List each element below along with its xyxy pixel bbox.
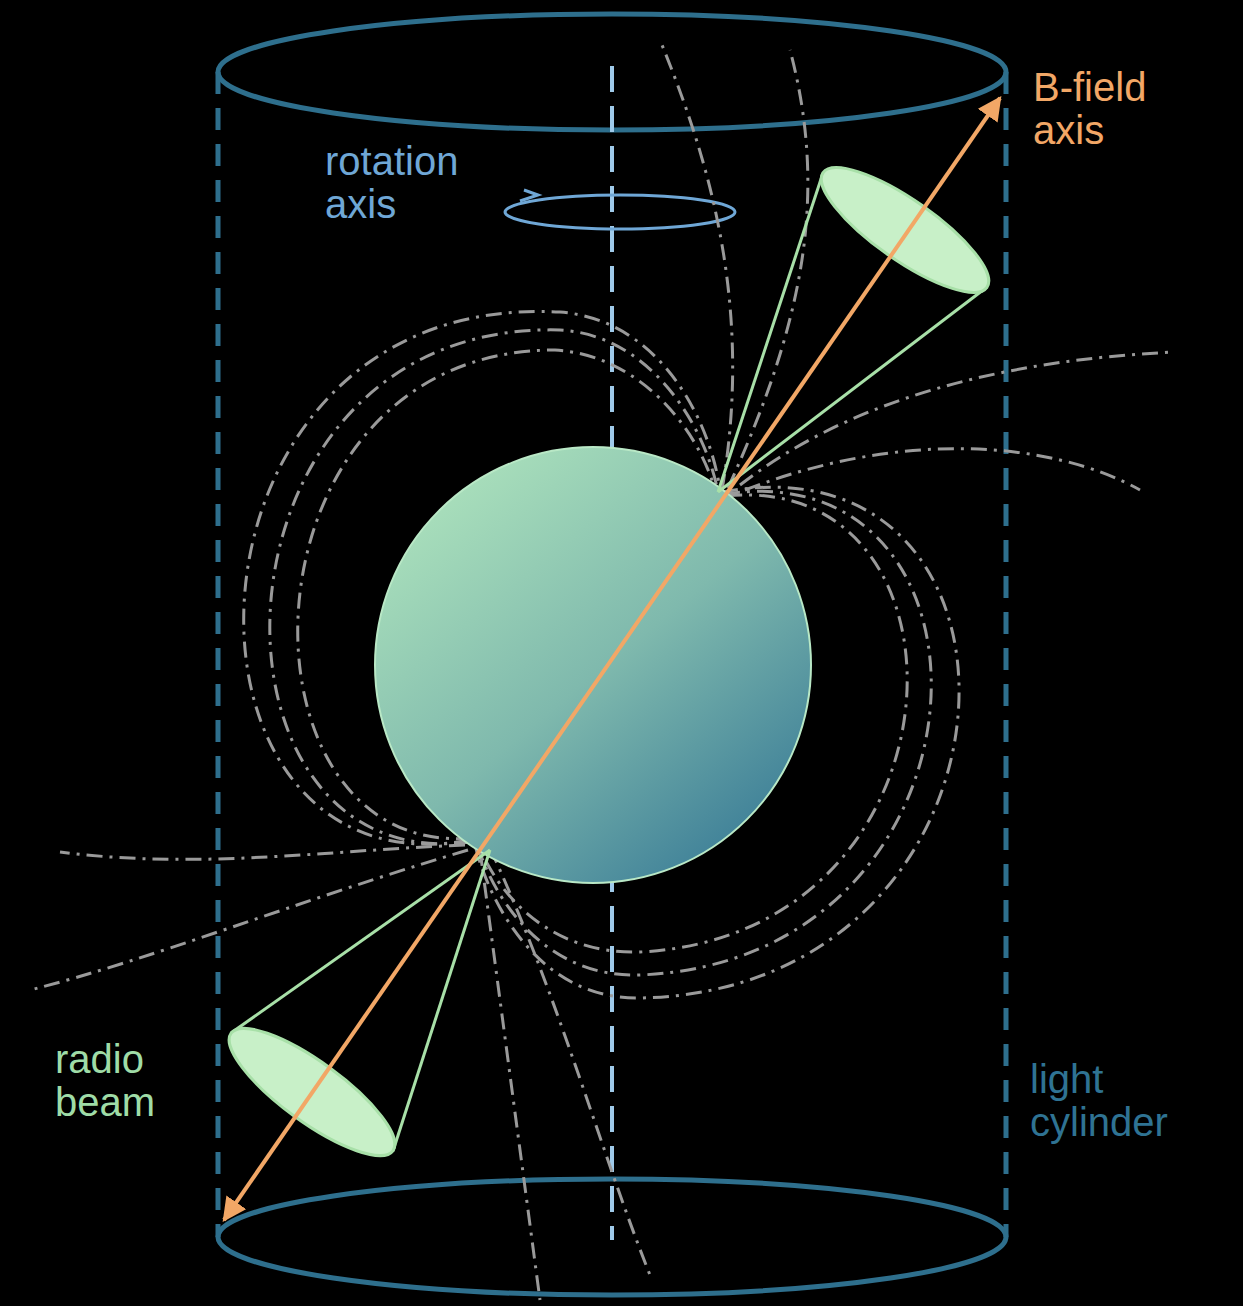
rotation-arrow [505,190,735,229]
b-field-axis [224,98,1000,1220]
axis-label: B-field axis [1033,66,1223,152]
axis-label: rotation axis [325,140,525,226]
magnetic-field-lines [30,40,1175,1300]
beam-label: radio beam [55,1038,215,1124]
cylinder-label: light cylinder [1030,1058,1235,1144]
neutron-star [375,447,811,883]
